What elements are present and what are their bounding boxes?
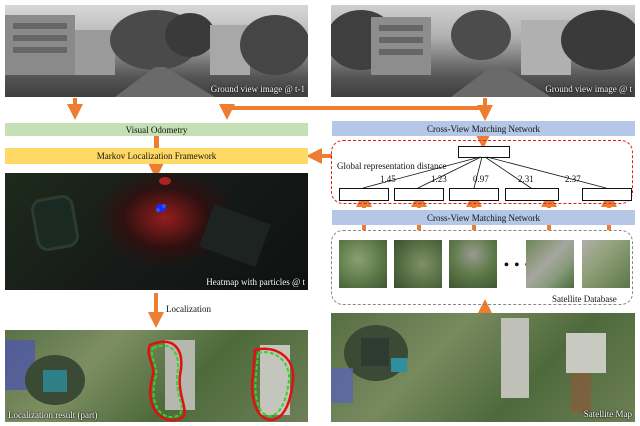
cross-view-matching-top-box: Cross-View Matching Network: [332, 121, 635, 136]
satellite-database-region: [331, 230, 633, 305]
ground-view-image-curr: Ground view image @ t: [331, 5, 635, 97]
distance-value-2: 1.23: [431, 174, 447, 184]
distance-value-3: 0.97: [473, 174, 489, 184]
path-estimated-red: [147, 340, 186, 422]
cross-view-matching-bottom-label: Cross-View Matching Network: [427, 212, 540, 223]
distance-region: [331, 140, 633, 204]
visual-odometry-box: Visual Odometry: [5, 123, 308, 136]
ground-view-prev-scene: [5, 10, 308, 97]
localization-result-caption: Localization result (part): [8, 410, 98, 420]
cross-view-matching-top-label: Cross-View Matching Network: [427, 123, 540, 134]
satellite-patch-4: [526, 240, 574, 288]
satellite-patch-2: [394, 240, 442, 288]
heatmap-caption: Heatmap with particles @ t: [206, 277, 305, 287]
ground-view-curr-scene: [331, 10, 635, 97]
db-feature-vector-2: [394, 188, 444, 201]
localization-result-image: Localization result (part): [5, 330, 308, 422]
localization-label: Localization: [166, 304, 211, 314]
ground-view-curr-caption: Ground view image @ t: [545, 84, 632, 94]
satellite-patch-5: [582, 240, 630, 288]
query-feature-vector: [458, 146, 510, 158]
satellite-map-caption: Satellite Map: [583, 409, 632, 419]
heatmap-with-particles: Heatmap with particles @ t: [5, 173, 308, 290]
ellipsis-dots: • • •: [504, 258, 531, 273]
satellite-database-caption: Satellite Database: [552, 294, 617, 304]
global-distance-label: Global representation distance: [337, 161, 447, 171]
db-feature-vector-5: [582, 188, 632, 201]
db-feature-vector-3: [449, 188, 499, 201]
distance-value-5: 2.37: [565, 174, 581, 184]
ground-view-prev-caption: Ground view image @ t-1: [210, 84, 305, 94]
localization-result-scene: [5, 340, 295, 422]
satellite-map-image: Satellite Map: [331, 313, 635, 422]
db-feature-vector-4: [505, 188, 559, 201]
cross-view-matching-bottom-box: Cross-View Matching Network: [332, 210, 635, 225]
distance-value-1: 1.45: [380, 174, 396, 184]
visual-odometry-label: Visual Odometry: [125, 124, 188, 135]
path-ground-truth-green: [151, 344, 183, 419]
db-feature-vector-1: [339, 188, 389, 201]
satellite-patch-1: [339, 240, 387, 288]
ground-view-image-prev: Ground view image @ t-1: [5, 5, 308, 97]
distance-value-4: 2.31: [518, 174, 534, 184]
heatmap-scene: [31, 177, 271, 267]
arrow-vo-to-markov: [154, 136, 159, 148]
satellite-patch-3: [449, 240, 497, 288]
satellite-map-scene: [331, 318, 606, 413]
markov-localization-box: Markov Localization Framework: [5, 148, 308, 164]
markov-localization-label: Markov Localization Framework: [96, 151, 217, 161]
